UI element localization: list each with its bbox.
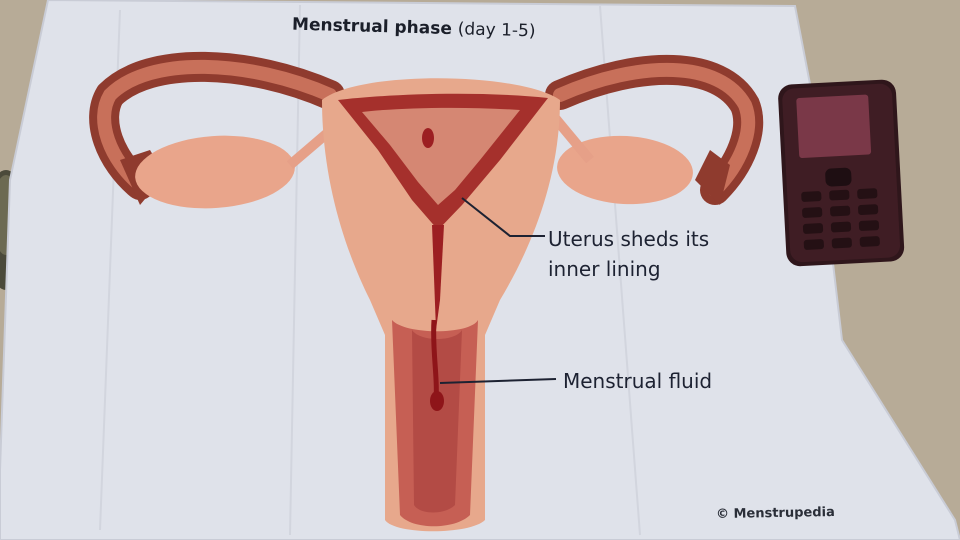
mobile-phone: [778, 79, 905, 267]
phone-screen: [796, 94, 872, 158]
poster-title-days: (day 1-5): [457, 19, 536, 42]
callout-uterus-line2: inner lining: [548, 257, 661, 281]
callout-uterus: Uterus sheds its inner lining: [548, 224, 709, 284]
callout-fluid-line1: Menstrual fluid: [563, 369, 713, 393]
callout-uterus-line1: Uterus sheds its: [548, 227, 710, 251]
credit-text: © Menstrupedia: [715, 504, 835, 523]
leader-line-fluid: [439, 378, 557, 384]
leader-line-uterus: [461, 197, 545, 237]
callout-fluid: Menstrual fluid: [563, 366, 712, 396]
menstrual-fluid-stream: [431, 319, 439, 399]
left-ovary: [135, 135, 295, 209]
uterus: [322, 78, 560, 532]
menstrual-drop: [430, 391, 444, 411]
right-ovary: [557, 135, 693, 205]
